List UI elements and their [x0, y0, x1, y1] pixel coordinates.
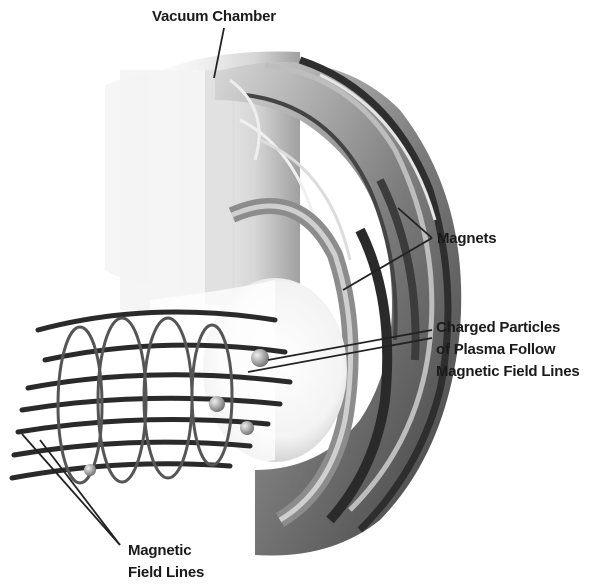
vacuum-chamber-label: Vacuum Chamber [152, 6, 276, 28]
magnetic-field-lines-line-1: Magnetic [128, 540, 204, 562]
charged-particles-line-2: of Plasma Follow [436, 339, 580, 361]
magnetic-field-lines-label: Magnetic Field Lines [128, 540, 204, 584]
magnets-label: Magnets [437, 228, 496, 250]
charged-particles-line-1: Charged Particles [436, 317, 580, 339]
magnets-text: Magnets [437, 228, 496, 250]
charged-particles-label: Charged Particles of Plasma Follow Magne… [436, 317, 580, 383]
vacuum-chamber-text: Vacuum Chamber [152, 6, 276, 28]
magnetic-field-lines-line-2: Field Lines [128, 562, 204, 584]
charged-particles-line-3: Magnetic Field Lines [436, 361, 580, 383]
